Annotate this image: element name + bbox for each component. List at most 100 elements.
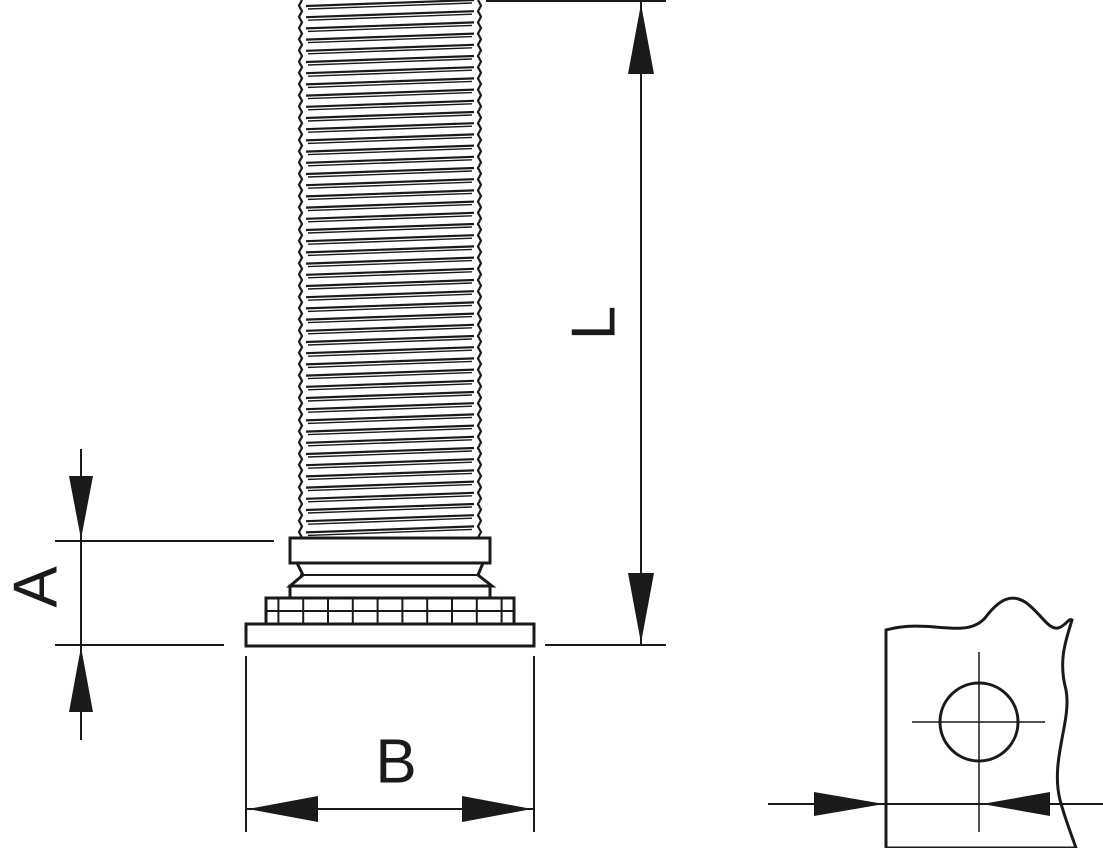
dimension-a: A xyxy=(2,449,274,740)
thread-root xyxy=(307,394,473,402)
thread-crest xyxy=(305,122,475,131)
thread-root xyxy=(307,114,473,122)
thread-crest xyxy=(305,346,475,355)
thread-root xyxy=(307,338,473,346)
thread-crest xyxy=(305,155,475,164)
thread-root xyxy=(307,58,473,66)
thread-root xyxy=(307,371,473,380)
thread-root xyxy=(307,203,473,212)
stud-head xyxy=(244,536,536,648)
thread-root xyxy=(307,159,473,167)
thread-crest xyxy=(305,312,475,321)
thread-crest xyxy=(305,424,475,433)
thread-root xyxy=(307,293,473,301)
thread-root xyxy=(307,13,473,21)
thread-root xyxy=(307,439,473,447)
thread-crest xyxy=(305,54,475,64)
thread-crest xyxy=(305,267,475,276)
thread-crest xyxy=(305,66,475,75)
thread-crest xyxy=(305,256,475,265)
thread-root xyxy=(307,91,473,100)
shank-left-edge xyxy=(297,0,304,539)
thread-crest xyxy=(305,402,475,411)
thread-root xyxy=(307,47,473,55)
thread-root xyxy=(307,80,473,89)
thread-crest xyxy=(305,357,475,366)
thread-crest xyxy=(305,323,475,332)
thread-root xyxy=(307,427,473,436)
thread-root xyxy=(307,226,473,234)
thread-root xyxy=(307,35,473,44)
hole-arrow-right xyxy=(982,792,1050,816)
serration-top xyxy=(288,584,492,600)
thread-root xyxy=(307,24,473,33)
thread-root xyxy=(307,147,473,156)
thread-root xyxy=(307,304,473,313)
thread-crest xyxy=(305,491,475,500)
l-label: L xyxy=(560,306,629,340)
dimension-l: L xyxy=(486,0,666,646)
thread-crest xyxy=(305,21,475,30)
thread-crest xyxy=(305,278,475,288)
thread-crest xyxy=(305,368,475,377)
thread-crest xyxy=(305,480,475,489)
thread-root xyxy=(307,405,473,413)
thread-root xyxy=(307,517,473,525)
thread-crest xyxy=(305,88,475,97)
thread-root xyxy=(307,271,473,279)
thread-crest xyxy=(305,334,475,344)
thread-crest xyxy=(305,32,475,41)
thread-crest xyxy=(305,435,475,444)
thread-root xyxy=(307,450,473,458)
thread-root xyxy=(307,259,473,268)
thread-crest xyxy=(305,10,475,19)
a-arrow-bottom xyxy=(69,647,93,712)
thread-crest xyxy=(305,144,475,153)
thread-root xyxy=(307,327,473,335)
thread-lines xyxy=(305,0,475,537)
thread-root xyxy=(307,192,473,201)
thread-root xyxy=(307,416,473,425)
thread-crest xyxy=(305,43,475,52)
thread-crest xyxy=(305,514,475,523)
thread-crest xyxy=(305,133,475,142)
thread-crest xyxy=(305,390,475,400)
thread-crest xyxy=(305,0,475,8)
thread-root xyxy=(307,136,473,145)
thread-root xyxy=(307,181,473,189)
thread-crest xyxy=(305,110,475,120)
thread-root xyxy=(307,383,473,391)
thread-crest xyxy=(305,245,475,254)
thread-root xyxy=(307,69,473,77)
thread-root xyxy=(307,125,473,133)
thread-root xyxy=(307,237,473,245)
thread-root xyxy=(307,461,473,469)
thread-root xyxy=(307,170,473,178)
thread-crest xyxy=(305,525,475,534)
serration-teeth xyxy=(277,598,503,624)
thread-root xyxy=(307,495,473,503)
thread-root xyxy=(307,506,473,514)
thread-crest xyxy=(305,99,475,108)
thread-crest xyxy=(305,469,475,478)
thread-crest xyxy=(305,222,475,232)
threaded-shank xyxy=(297,0,483,539)
thread-root xyxy=(307,528,473,537)
thread-crest xyxy=(305,189,475,198)
thread-crest xyxy=(305,234,475,243)
thread-root xyxy=(307,2,473,10)
thread-crest xyxy=(305,502,475,512)
thread-root xyxy=(307,483,473,492)
thread-root xyxy=(307,349,473,357)
thread-root xyxy=(307,315,473,324)
l-arrow-top xyxy=(628,4,654,74)
thread-root xyxy=(307,103,473,111)
thread-crest xyxy=(305,379,475,388)
thread-crest xyxy=(305,178,475,187)
base-flange xyxy=(244,622,536,648)
thread-crest xyxy=(305,301,475,310)
thread-crest xyxy=(305,446,475,456)
hole-arrow-left xyxy=(814,792,884,816)
thread-crest xyxy=(305,211,475,220)
